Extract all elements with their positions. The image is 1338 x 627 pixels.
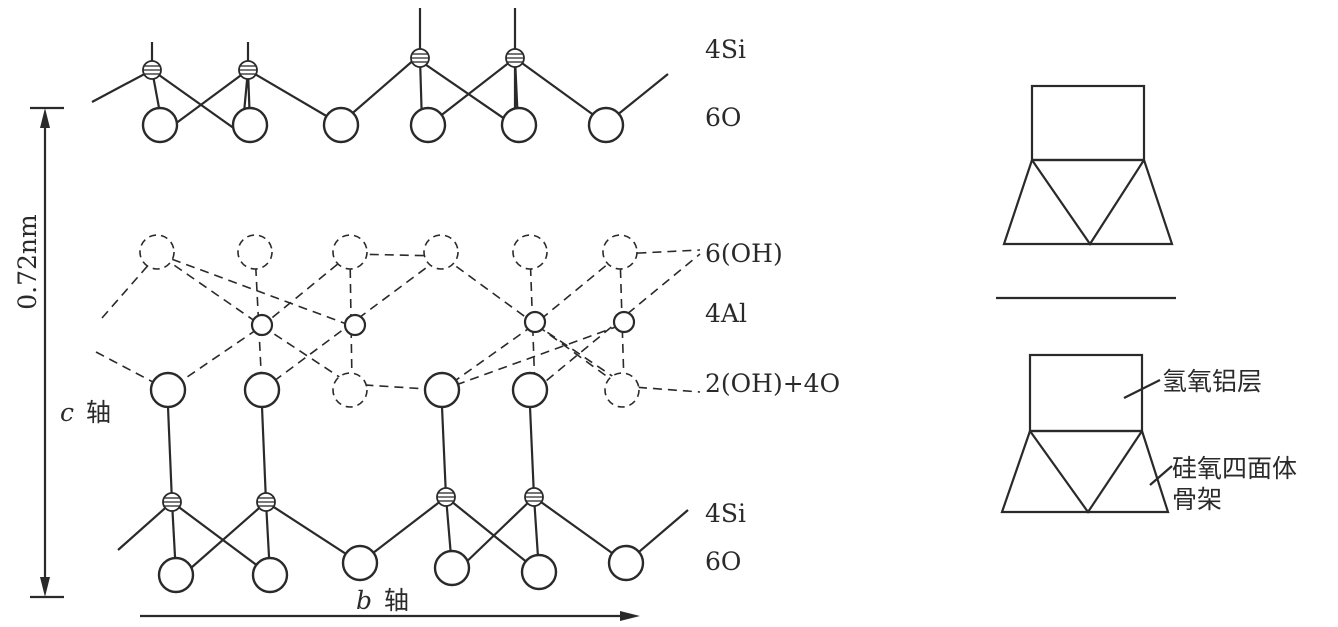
- upper-silica-trapezoid: [1002, 158, 1174, 246]
- upper-silica-triangle: [1031, 159, 1145, 246]
- lower-alumina-block: [1028, 353, 1144, 433]
- label-oh-layer: 6(OH): [705, 239, 783, 268]
- label-layer-spacing: 0.72nm: [13, 214, 42, 310]
- c-axis: [30, 106, 64, 599]
- c-axis-word: 轴: [86, 398, 111, 427]
- layer-schematic: 氢氧铝层 硅氧四面体 骨架: [996, 84, 1297, 514]
- top-silicon-atoms: [142, 48, 525, 80]
- label-top-si: 4Si: [705, 35, 746, 64]
- top-oxygen-atoms: [141, 106, 625, 144]
- lower-silica-triangle: [1029, 430, 1143, 514]
- label-mixed-layer: 2(OH)+4O: [705, 369, 840, 398]
- b-axis-arrow: [620, 611, 640, 621]
- label-b-axis: b 轴: [356, 586, 409, 615]
- octahedral-dashed-bonds: [95, 249, 701, 393]
- c-axis-letter: c: [60, 398, 74, 427]
- lower-silica-trapezoid: [1000, 429, 1170, 514]
- label-silica-framework-line1: 硅氧四面体: [1172, 454, 1297, 483]
- top-silica-bonds: [91, 8, 669, 137]
- b-axis: [140, 611, 640, 621]
- bottom-silicon-atoms: [162, 487, 544, 512]
- label-c-axis: c 轴: [60, 398, 111, 427]
- c-axis-arrow-up: [40, 108, 50, 128]
- upper-alumina-block: [1030, 84, 1146, 162]
- c-axis-arrow-down: [40, 577, 50, 597]
- b-axis-word: 轴: [384, 586, 409, 615]
- label-top-o: 6O: [705, 103, 741, 132]
- label-al-layer: 4Al: [705, 299, 747, 328]
- bottom-oxygen-atoms: [157, 544, 645, 594]
- bottom-silica-bonds: [117, 406, 689, 578]
- label-bottom-si: 4Si: [705, 499, 746, 528]
- aluminium-atoms: [250, 310, 636, 337]
- leader-line-silica: [1149, 465, 1173, 486]
- atomic-structure: 4Si 6O 6(OH) 4Al 2(OH)+4O 4Si 6O 0.72nm …: [13, 8, 840, 621]
- b-axis-letter: b: [356, 586, 372, 615]
- label-alumina-layer: 氢氧铝层: [1162, 367, 1262, 396]
- label-silica-framework-line2: 骨架: [1172, 485, 1222, 514]
- label-bottom-o: 6O: [705, 547, 741, 576]
- leader-line-alumina: [1123, 379, 1161, 399]
- hydroxyl-atoms: [139, 234, 640, 408]
